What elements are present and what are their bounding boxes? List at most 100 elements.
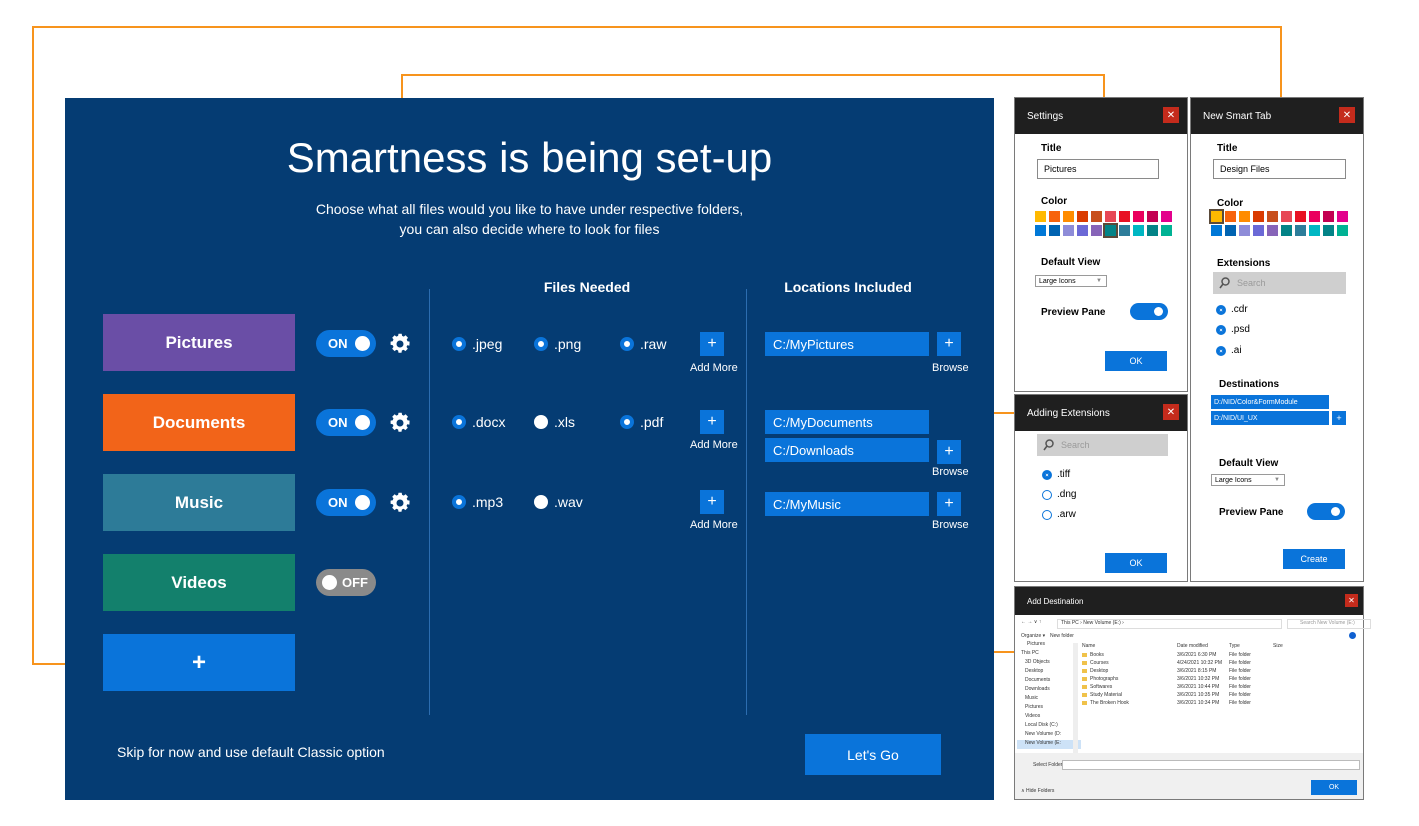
color-swatch[interactable] bbox=[1091, 225, 1102, 236]
color-swatch[interactable] bbox=[1035, 225, 1046, 236]
ok-button[interactable]: OK bbox=[1105, 351, 1167, 371]
browse-button[interactable]: + bbox=[937, 440, 961, 464]
add-more-label[interactable]: Add More bbox=[690, 362, 738, 374]
color-swatch[interactable] bbox=[1147, 225, 1158, 236]
nav-item[interactable]: 3D Objects bbox=[1025, 659, 1050, 665]
folder-search[interactable]: Search New Volume (E:) bbox=[1287, 619, 1371, 629]
color-swatch[interactable] bbox=[1281, 225, 1292, 236]
color-swatch[interactable] bbox=[1323, 211, 1334, 222]
music-toggle[interactable]: ON bbox=[316, 489, 376, 516]
color-swatch[interactable] bbox=[1239, 225, 1250, 236]
category-videos[interactable]: Videos bbox=[103, 554, 295, 611]
extensions-search[interactable]: Search bbox=[1213, 272, 1346, 294]
add-extension-button[interactable]: + bbox=[700, 490, 724, 514]
scrollbar[interactable] bbox=[1073, 643, 1078, 753]
documents-toggle[interactable]: ON bbox=[316, 409, 376, 436]
close-icon[interactable]: ✕ bbox=[1345, 594, 1358, 607]
color-swatch[interactable] bbox=[1225, 211, 1236, 222]
color-swatch[interactable] bbox=[1209, 209, 1224, 224]
nav-item[interactable]: Pictures bbox=[1025, 704, 1044, 710]
extension-option[interactable]: .dng bbox=[1042, 489, 1076, 500]
color-swatch[interactable] bbox=[1049, 211, 1060, 222]
color-swatch[interactable] bbox=[1119, 211, 1130, 222]
browse-button[interactable]: + bbox=[937, 492, 961, 516]
ok-button[interactable]: OK bbox=[1311, 780, 1357, 795]
destination-item[interactable]: D:/NID/UI_UX bbox=[1211, 411, 1329, 425]
help-icon[interactable] bbox=[1349, 632, 1356, 639]
category-documents[interactable]: Documents bbox=[103, 394, 295, 451]
nav-item[interactable]: Music bbox=[1025, 695, 1039, 701]
color-swatch[interactable] bbox=[1253, 211, 1264, 222]
ext-option[interactable]: .docx bbox=[452, 414, 505, 430]
browse-label[interactable]: Browse bbox=[932, 362, 969, 374]
color-swatch[interactable] bbox=[1239, 211, 1250, 222]
color-swatch[interactable] bbox=[1309, 225, 1320, 236]
color-swatch[interactable] bbox=[1211, 225, 1222, 236]
location-field[interactable]: C:/MyPictures bbox=[765, 332, 929, 356]
color-swatch[interactable] bbox=[1309, 211, 1320, 222]
browse-button[interactable]: + bbox=[937, 332, 961, 356]
address-bar[interactable]: This PC › New Volume (E:) › bbox=[1057, 619, 1282, 629]
color-swatch[interactable] bbox=[1267, 211, 1278, 222]
nav-item[interactable]: Downloads bbox=[1025, 686, 1050, 692]
extension-option[interactable]: .tiff bbox=[1042, 469, 1070, 480]
location-field[interactable]: C:/Downloads bbox=[765, 438, 929, 462]
add-extension-button[interactable]: + bbox=[700, 410, 724, 434]
title-input[interactable]: Pictures bbox=[1037, 159, 1159, 179]
extensions-search[interactable]: Search bbox=[1037, 434, 1168, 456]
color-swatch[interactable] bbox=[1105, 211, 1116, 222]
column-header[interactable]: Date modified bbox=[1177, 643, 1208, 649]
add-extension-button[interactable]: + bbox=[700, 332, 724, 356]
category-music[interactable]: Music bbox=[103, 474, 295, 531]
add-category-button[interactable]: + bbox=[103, 634, 295, 691]
color-swatch[interactable] bbox=[1161, 211, 1172, 222]
nav-arrows[interactable]: ← → ∨ ↑ bbox=[1021, 619, 1042, 625]
gear-icon[interactable] bbox=[388, 491, 412, 515]
organize-menu[interactable]: Organize ▾ bbox=[1021, 633, 1046, 639]
lets-go-button[interactable]: Let's Go bbox=[805, 734, 941, 775]
category-pictures[interactable]: Pictures bbox=[103, 314, 295, 371]
preview-pane-toggle[interactable] bbox=[1130, 303, 1168, 320]
hide-folders-toggle[interactable]: ∧ Hide Folders bbox=[1021, 788, 1055, 794]
gear-icon[interactable] bbox=[388, 332, 412, 356]
new-folder-button[interactable]: New folder bbox=[1050, 633, 1074, 639]
ext-option[interactable]: .jpeg bbox=[452, 336, 502, 352]
ext-option[interactable]: .png bbox=[534, 336, 581, 352]
column-header[interactable]: Size bbox=[1273, 643, 1283, 649]
browse-label[interactable]: Browse bbox=[932, 519, 969, 531]
nav-item[interactable]: Local Disk (C:) bbox=[1025, 722, 1058, 728]
preview-pane-toggle[interactable] bbox=[1307, 503, 1345, 520]
color-swatch[interactable] bbox=[1103, 223, 1118, 238]
color-swatch[interactable] bbox=[1133, 211, 1144, 222]
color-swatch[interactable] bbox=[1267, 225, 1278, 236]
column-header[interactable]: Name bbox=[1082, 643, 1096, 649]
pictures-toggle[interactable]: ON bbox=[316, 330, 376, 357]
color-swatch[interactable] bbox=[1063, 211, 1074, 222]
default-view-select[interactable]: Large Icons▼ bbox=[1035, 275, 1107, 287]
color-swatch[interactable] bbox=[1225, 225, 1236, 236]
color-swatch[interactable] bbox=[1063, 225, 1074, 236]
select-folder-input[interactable] bbox=[1062, 760, 1360, 770]
column-header[interactable]: Type bbox=[1229, 643, 1240, 649]
ext-option[interactable]: .xls bbox=[534, 414, 575, 430]
close-icon[interactable]: ✕ bbox=[1163, 107, 1179, 123]
nav-item[interactable]: Desktop bbox=[1025, 668, 1044, 674]
color-swatch[interactable] bbox=[1147, 211, 1158, 222]
color-swatch[interactable] bbox=[1091, 211, 1102, 222]
nav-item[interactable]: This PC bbox=[1021, 650, 1039, 656]
nav-item[interactable]: New Volume (E: bbox=[1017, 740, 1081, 749]
add-more-label[interactable]: Add More bbox=[690, 439, 738, 451]
create-button[interactable]: Create bbox=[1283, 549, 1345, 569]
close-icon[interactable]: ✕ bbox=[1339, 107, 1355, 123]
ok-button[interactable]: OK bbox=[1105, 553, 1167, 573]
color-swatch[interactable] bbox=[1281, 211, 1292, 222]
gear-icon[interactable] bbox=[388, 411, 412, 435]
ext-option[interactable]: .wav bbox=[534, 494, 583, 510]
color-swatch[interactable] bbox=[1035, 211, 1046, 222]
extension-option[interactable]: .cdr bbox=[1216, 304, 1248, 315]
